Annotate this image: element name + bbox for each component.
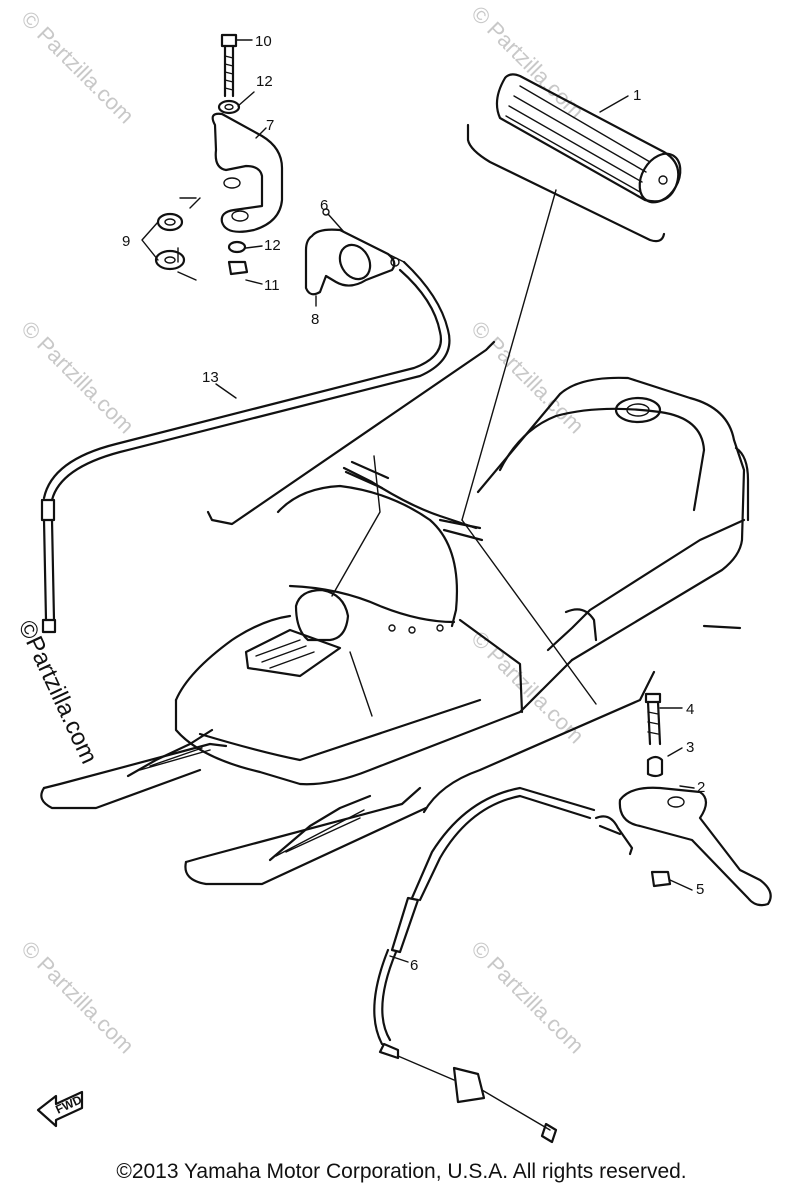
callout-9: 9 <box>122 233 130 250</box>
part-grip <box>466 73 682 243</box>
part-brake-lever <box>422 624 772 907</box>
callout-1: 1 <box>633 87 641 104</box>
callouts: 1 2 3 4 5 6 7 8 6 9 10 11 12 12 13 <box>122 33 705 974</box>
callout-12-bottom: 12 <box>264 237 281 254</box>
watermark-mid-left: © Partzilla.com <box>16 316 139 439</box>
part-bracket-assembly <box>154 33 284 281</box>
part-throttle-housing <box>304 208 405 296</box>
watermark-top-left: © Partzilla.com <box>16 6 139 129</box>
watermark-bottom-left: © Partzilla.com <box>16 936 139 1059</box>
callout-7: 7 <box>266 117 274 134</box>
callout-6-screw: 6 <box>320 197 328 214</box>
callout-11: 11 <box>264 277 280 294</box>
callout-2: 2 <box>697 779 705 796</box>
copyright-notice: ©2013 Yamaha Motor Corporation, U.S.A. A… <box>116 1160 687 1183</box>
callout-5: 5 <box>696 881 704 898</box>
callout-10: 10 <box>255 33 272 50</box>
watermarks: © Partzilla.com © Partzilla.com © Partzi… <box>16 1 589 1059</box>
watermark-bottom-right: © Partzilla.com <box>466 936 589 1059</box>
callout-8: 8 <box>311 311 319 328</box>
callout-4: 4 <box>686 701 694 718</box>
callout-3: 3 <box>686 739 694 756</box>
part-brake-cable <box>373 786 634 1144</box>
callout-6: 6 <box>410 957 418 974</box>
watermark-top-right: © Partzilla.com <box>466 1 589 124</box>
callout-13: 13 <box>202 369 219 386</box>
side-watermark: ©Partzilla.com <box>13 616 103 768</box>
watermark-mid-right: © Partzilla.com <box>466 316 589 439</box>
direction-arrow: FWD <box>36 1090 84 1128</box>
part-throttle-cable <box>40 260 451 634</box>
snowmobile-body <box>40 189 750 886</box>
callout-12-top: 12 <box>256 73 273 90</box>
